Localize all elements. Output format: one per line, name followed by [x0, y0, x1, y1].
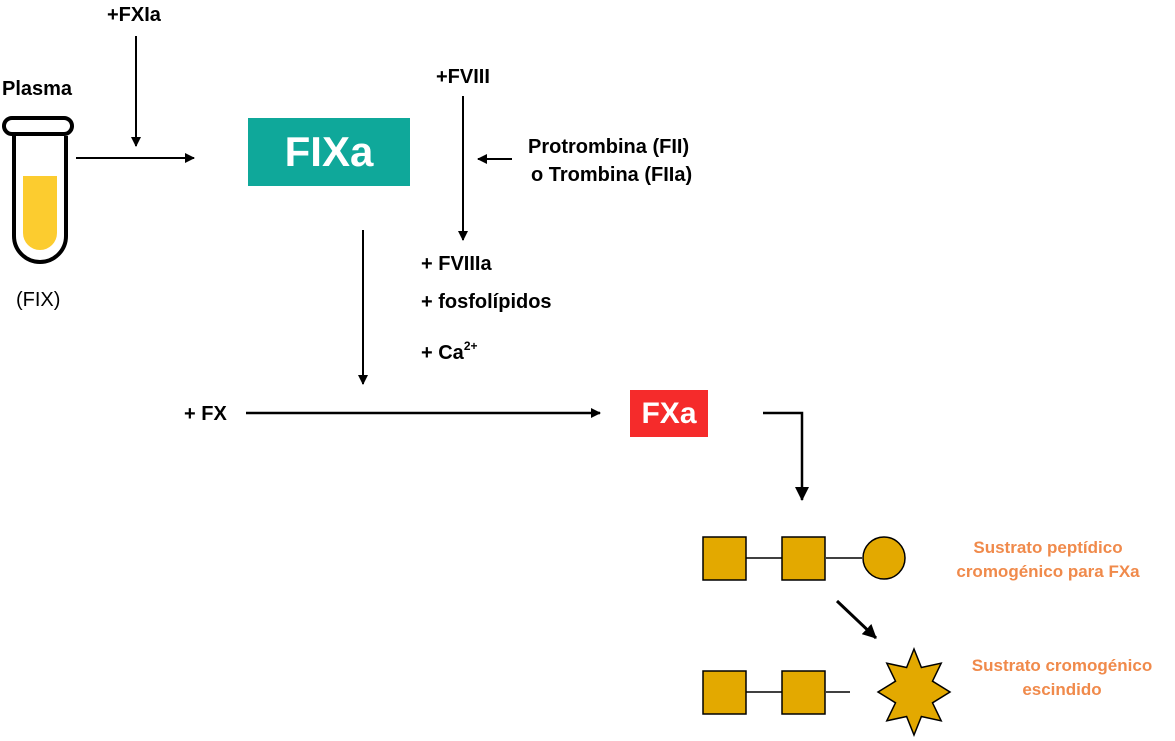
- fixa-box: FIXa: [248, 118, 410, 186]
- fix-label: (FIX): [16, 289, 61, 311]
- fixa-label: FIXa: [284, 128, 374, 175]
- fxia-label: +FXIa: [107, 4, 161, 26]
- tube-rim: [2, 116, 74, 136]
- prothrombin-label-1: Protrombina (FII): [528, 136, 690, 158]
- intact-substrate-label: Sustrato peptídico cromogénico para FXa: [938, 536, 1158, 584]
- arrow-fxa-to-substrate: [763, 411, 809, 501]
- intact-substrate-icon: [702, 536, 906, 581]
- star-burst-icon: [876, 646, 952, 738]
- phospholipids-label: + fosfolípidos: [421, 291, 552, 313]
- fviiia-label: + FVIIIa: [421, 253, 492, 275]
- fxa-label: FXa: [641, 396, 697, 430]
- prothrombin-label-2: o Trombina (FIIa): [531, 164, 693, 186]
- arrow-cleavage: [835, 599, 878, 640]
- cleaved-substrate-icon: [702, 646, 952, 738]
- fxa-box: FXa: [630, 390, 708, 437]
- calcium-charge: 2+: [463, 339, 478, 353]
- calcium-label: + Ca2+: [421, 340, 478, 363]
- fviii-label: +FVIII: [436, 66, 490, 88]
- intact-substrate-line-1: Sustrato peptídico: [973, 538, 1123, 557]
- test-tube-icon: [2, 116, 74, 264]
- tube-liquid: [23, 176, 57, 250]
- tube-outline: [12, 136, 68, 264]
- intact-substrate-line-2: cromogénico para FXa: [956, 562, 1140, 581]
- calcium-text: + Ca: [421, 342, 464, 364]
- fx-label: + FX: [184, 403, 227, 425]
- cleaved-substrate-line-2: escindido: [1022, 680, 1102, 699]
- cleaved-substrate-label: Sustrato cromogénico escindido: [952, 654, 1172, 702]
- cleaved-substrate-line-1: Sustrato cromogénico: [971, 656, 1153, 675]
- plasma-label: Plasma: [2, 78, 73, 100]
